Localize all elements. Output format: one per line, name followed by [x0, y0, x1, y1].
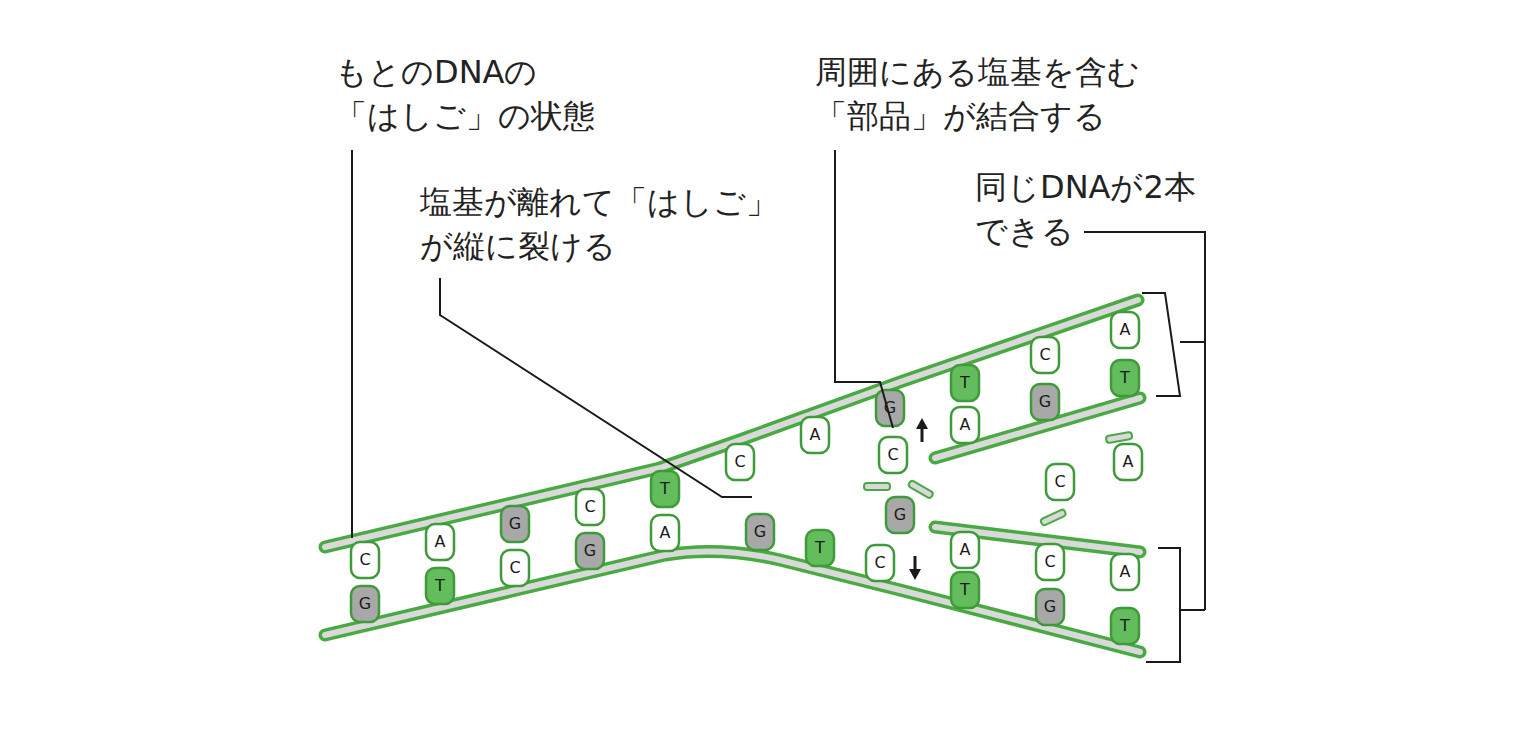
- base-letter: G: [886, 505, 914, 525]
- leader-lines: [352, 150, 1205, 662]
- base-letter: A: [1111, 320, 1139, 340]
- base-piece: [801, 417, 829, 453]
- base-piece: [746, 514, 774, 550]
- arrow-head: [916, 418, 928, 429]
- base-piece: [886, 497, 914, 533]
- part-bar: [908, 480, 934, 499]
- part-bar: [1040, 509, 1067, 526]
- base-piece: [1111, 312, 1139, 348]
- base-letter: A: [801, 425, 829, 445]
- base-letter: T: [806, 538, 834, 558]
- callout-text: 塩基が離れて「はしご」 が縦に裂ける: [420, 180, 781, 268]
- leader-line: [1180, 609, 1205, 611]
- base-piece: [1111, 554, 1139, 590]
- base-letter: G: [351, 594, 379, 614]
- arrow-head: [909, 569, 921, 580]
- arrow-shaft: [914, 556, 917, 570]
- leader-line: [1084, 232, 1205, 610]
- base-piece: [1111, 608, 1139, 644]
- base-piece: [1031, 384, 1059, 420]
- base-letter: T: [651, 479, 679, 499]
- part-bar: [1106, 432, 1133, 443]
- base-letter: A: [426, 532, 454, 552]
- bracket: [1142, 293, 1180, 396]
- base-piece: [1111, 360, 1139, 396]
- base-piece: [1036, 589, 1064, 625]
- base-letter: C: [501, 558, 529, 578]
- base-letter: G: [576, 541, 604, 561]
- base-piece: [426, 568, 454, 604]
- base-letter: T: [1111, 616, 1139, 636]
- base-piece: [651, 471, 679, 507]
- backbone: [325, 300, 1138, 547]
- leader-line: [351, 150, 353, 538]
- leader-line: [1180, 341, 1205, 343]
- base-letter: C: [576, 497, 604, 517]
- base-letter: A: [951, 540, 979, 560]
- base-piece: [726, 444, 754, 480]
- base-piece: [1046, 464, 1074, 500]
- base-piece: [951, 572, 979, 608]
- base-letter: C: [1046, 472, 1074, 492]
- base-letter: C: [1036, 552, 1064, 572]
- callout-text: もとのDNAの 「はしご」の状態: [335, 50, 598, 138]
- base-piece: [501, 550, 529, 586]
- base-letter: A: [1114, 452, 1142, 472]
- leader-line: [440, 278, 752, 497]
- backbone-inner: [325, 551, 1140, 652]
- base-letter: C: [726, 452, 754, 472]
- base-piece: [951, 407, 979, 443]
- callout-text: 周囲にある塩基を含む 「部品」が結合する: [815, 50, 1143, 138]
- base-piece: [501, 506, 529, 542]
- base-piece: [426, 524, 454, 560]
- base-piece: [1114, 444, 1142, 480]
- base-piece: [951, 365, 979, 401]
- base-piece: [576, 533, 604, 569]
- base-piece: [651, 515, 679, 551]
- base-pieces: [351, 312, 1142, 644]
- base-letter: C: [866, 553, 894, 573]
- free-part-bars: [864, 432, 1132, 526]
- base-letter: T: [1111, 368, 1139, 388]
- base-piece: [351, 542, 379, 578]
- base-letter: T: [951, 373, 979, 393]
- base-letter: C: [351, 550, 379, 570]
- base-piece: [351, 586, 379, 622]
- base-letter: G: [746, 522, 774, 542]
- base-letter: G: [1036, 597, 1064, 617]
- base-letter: C: [879, 445, 907, 465]
- base-piece: [1031, 337, 1059, 373]
- base-piece: [1036, 544, 1064, 580]
- base-letter: C: [1031, 345, 1059, 365]
- arrow-shaft: [921, 428, 924, 442]
- base-letter: G: [1031, 392, 1059, 412]
- base-piece: [951, 532, 979, 568]
- leader-line: [835, 150, 893, 428]
- base-piece: [879, 437, 907, 473]
- base-letter: T: [426, 576, 454, 596]
- base-piece: [866, 545, 894, 581]
- backbone: [325, 551, 1140, 652]
- part-bar: [864, 483, 890, 490]
- base-letter: A: [651, 523, 679, 543]
- base-letter: T: [951, 580, 979, 600]
- base-letter: A: [951, 415, 979, 435]
- backbone-inner: [325, 300, 1138, 547]
- dna-backbones: [325, 300, 1140, 652]
- bracket: [1146, 548, 1180, 662]
- base-piece: [576, 489, 604, 525]
- base-letter: G: [501, 514, 529, 534]
- base-letter: G: [876, 398, 904, 418]
- motion-arrows: [909, 418, 928, 580]
- callout-text: 同じDNAが2本 できる: [975, 165, 1199, 253]
- base-piece: [806, 530, 834, 566]
- base-letter: A: [1111, 562, 1139, 582]
